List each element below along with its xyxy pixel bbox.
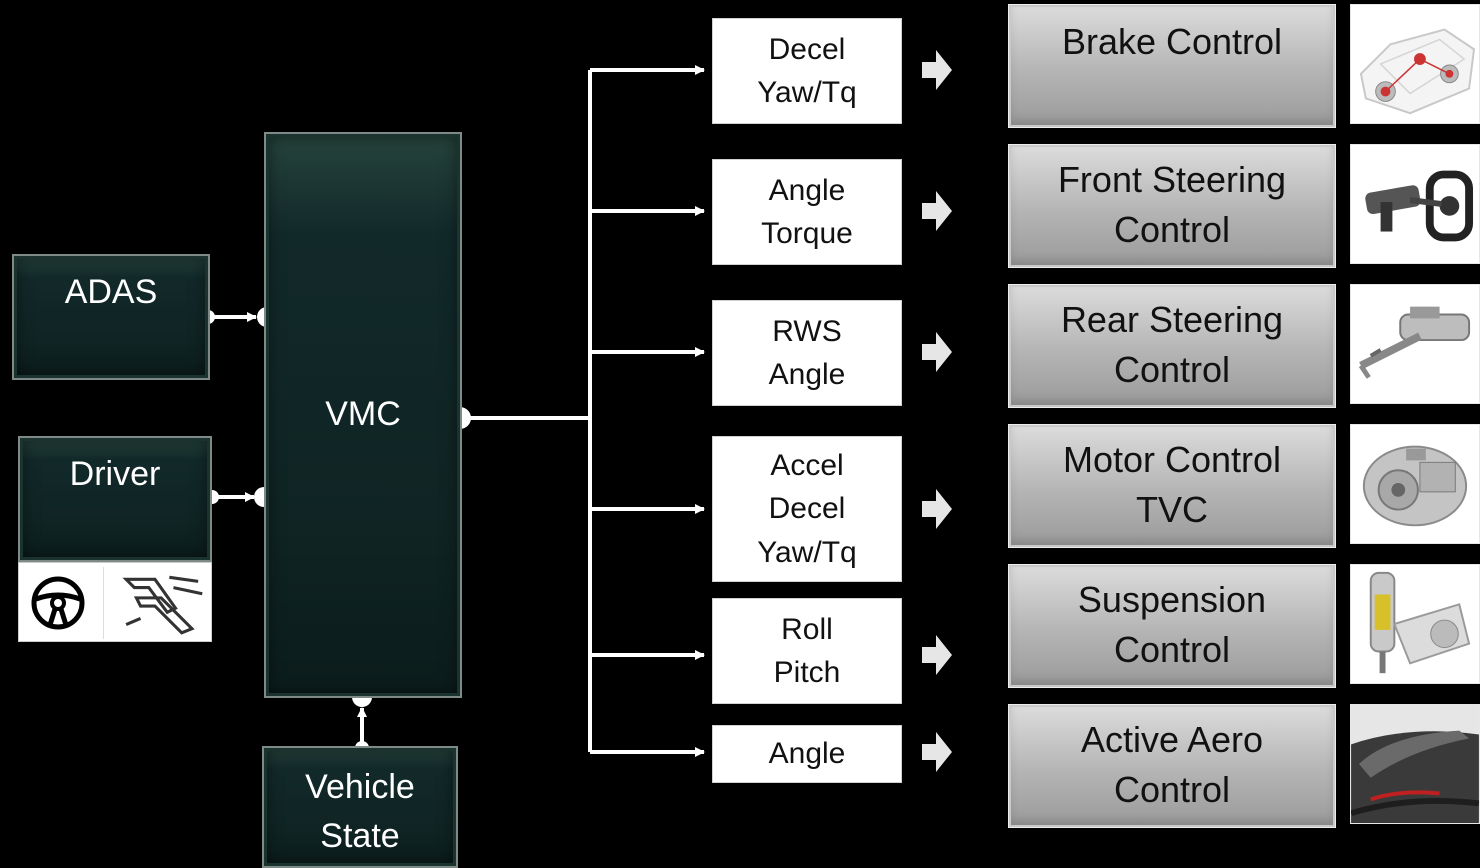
steering-wheel-icon xyxy=(25,573,91,633)
signal-label: Roll Pitch xyxy=(774,608,841,695)
pedals-icon xyxy=(103,567,210,639)
signal-box-suspension: Roll Pitch xyxy=(712,598,902,704)
control-box-aero: Active Aero Control xyxy=(1008,704,1336,828)
control-box-brake: Brake Control xyxy=(1008,4,1336,128)
control-label: Active Aero Control xyxy=(1081,715,1263,816)
signal-box-motor: Accel Decel Yaw/Tq xyxy=(712,436,902,582)
driver-label: Driver xyxy=(70,450,161,499)
driver-box: Driver xyxy=(18,436,212,562)
signal-box-brake: Decel Yaw/Tq xyxy=(712,18,902,124)
signal-label: Decel Yaw/Tq xyxy=(757,28,856,115)
rear-spoiler-image xyxy=(1350,704,1480,824)
car-brake-system-image xyxy=(1350,4,1480,124)
control-label: Rear Steering Control xyxy=(1061,295,1283,396)
control-label: Brake Control xyxy=(1062,17,1282,67)
signal-label: RWS Angle xyxy=(769,310,846,397)
signal-box-aero: Angle xyxy=(712,725,902,783)
vmc-label: VMC xyxy=(325,390,401,439)
steering-wheel-column-image xyxy=(1350,144,1480,264)
signal-label: Angle xyxy=(769,732,846,776)
suspension-damper-image xyxy=(1350,564,1480,684)
control-box-suspension: Suspension Control xyxy=(1008,564,1336,688)
control-label: Front Steering Control xyxy=(1058,155,1286,256)
signal-label: Angle Torque xyxy=(761,169,853,256)
control-box-motor: Motor Control TVC xyxy=(1008,424,1336,548)
vmc-box: VMC xyxy=(264,132,462,698)
driver-icon-strip xyxy=(18,562,212,642)
vehicle-state-label: Vehicle State xyxy=(305,763,415,862)
signal-label: Accel Decel Yaw/Tq xyxy=(757,444,856,575)
signal-box-front-steering: Angle Torque xyxy=(712,159,902,265)
control-box-rear-steering: Rear Steering Control xyxy=(1008,284,1336,408)
adas-label: ADAS xyxy=(65,268,158,317)
electric-motor-image xyxy=(1350,424,1480,544)
vehicle-state-box: Vehicle State xyxy=(262,746,458,868)
rear-steering-actuator-image xyxy=(1350,284,1480,404)
control-label: Suspension Control xyxy=(1078,575,1266,676)
control-box-front-steering: Front Steering Control xyxy=(1008,144,1336,268)
signal-box-rear-steering: RWS Angle xyxy=(712,300,902,406)
adas-box: ADAS xyxy=(12,254,210,380)
control-label: Motor Control TVC xyxy=(1063,435,1281,536)
